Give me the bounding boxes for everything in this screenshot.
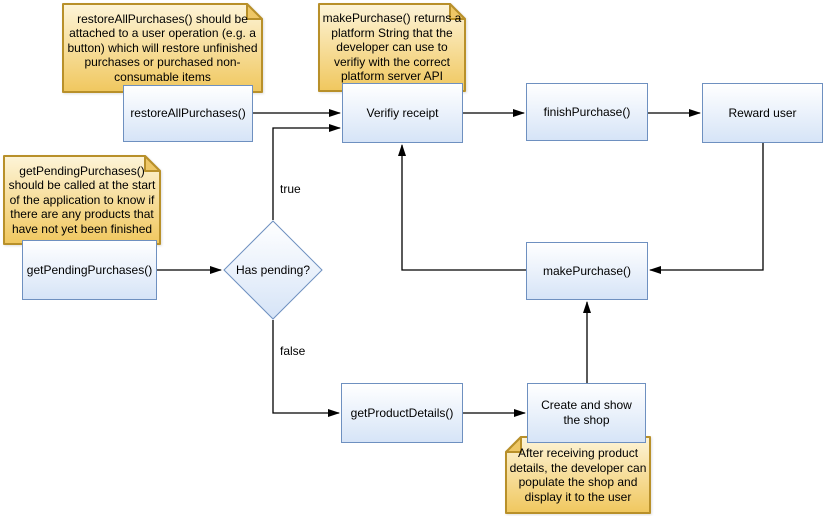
note-text: restoreAllPurchases() should be attached… — [67, 11, 258, 84]
edge-has-pending-true-to-verify-receipt[interactable] — [272, 124, 341, 220]
sticky-note-shape — [3, 155, 161, 245]
note-text: After receiving product details, the dev… — [509, 446, 647, 504]
node-get-product-details[interactable]: getProductDetails() — [341, 383, 463, 443]
node-get-pending-purchases[interactable]: getPendingPurchases() — [22, 240, 157, 300]
node-finish-purchase[interactable]: finishPurchase() — [526, 83, 648, 141]
note-make-purchase[interactable]: makePurchase() returns a platform String… — [318, 3, 466, 92]
edge-has-pending-false-to-get-product-details[interactable] — [272, 320, 340, 417]
edge-reward-user-to-make-purchase[interactable] — [649, 143, 764, 274]
edge-label-true: true — [279, 182, 302, 196]
node-make-purchase[interactable]: makePurchase() — [526, 242, 648, 300]
sticky-note-shape — [318, 3, 466, 92]
edge-make-purchase-to-verify-receipt[interactable] — [398, 144, 526, 271]
note-restore-all-purchases[interactable]: restoreAllPurchases() should be attached… — [62, 3, 263, 93]
note-get-pending-purchases[interactable]: getPendingPurchases() should be called a… — [3, 155, 161, 245]
note-text: getPendingPurchases() should be called a… — [8, 163, 156, 236]
node-has-pending-decision[interactable]: Has pending? — [223, 220, 323, 320]
node-create-show-shop[interactable]: Create and show the shop — [527, 383, 646, 443]
diamond-shape — [223, 220, 323, 320]
note-text: makePurchase() returns a platform String… — [322, 11, 462, 84]
edge-label-false: false — [279, 344, 307, 358]
node-reward-user[interactable]: Reward user — [702, 83, 823, 143]
decision-label: Has pending? — [235, 263, 311, 277]
node-restore-all-purchases[interactable]: restoreAllPurchases() — [123, 85, 253, 142]
sticky-note-shape — [62, 3, 263, 93]
note-shop[interactable]: After receiving product details, the dev… — [505, 436, 651, 514]
node-verify-receipt[interactable]: Verifiy receipt — [342, 83, 463, 143]
